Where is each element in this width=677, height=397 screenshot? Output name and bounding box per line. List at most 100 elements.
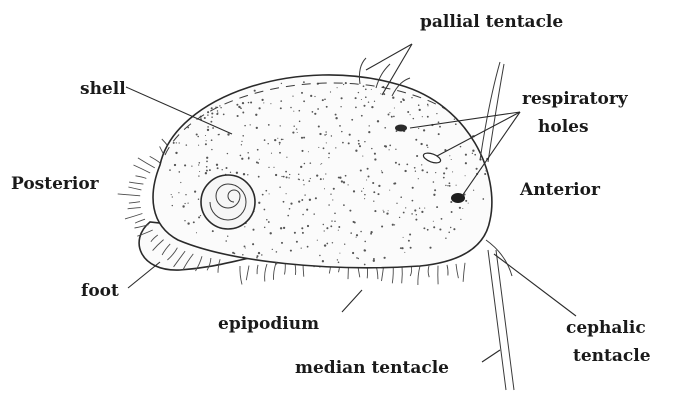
stipple-dot bbox=[414, 167, 416, 169]
stipple-dot bbox=[206, 170, 208, 172]
stipple-dot bbox=[207, 111, 209, 113]
stipple-dot bbox=[383, 210, 384, 211]
stipple-dot bbox=[310, 162, 312, 164]
stipple-dot bbox=[301, 92, 303, 94]
stipple-dot bbox=[319, 255, 320, 256]
stipple-dot bbox=[427, 147, 428, 148]
stipple-dot bbox=[403, 212, 405, 214]
stipple-dot bbox=[207, 126, 209, 128]
stipple-dot bbox=[264, 227, 265, 228]
stipple-dot bbox=[420, 143, 422, 145]
stipple-dot bbox=[184, 164, 186, 166]
label-shell: shell bbox=[80, 79, 126, 99]
stipple-dot bbox=[325, 173, 326, 174]
stipple-dot bbox=[462, 208, 463, 209]
stipple-dot bbox=[373, 191, 375, 193]
stipple-dot bbox=[237, 115, 239, 117]
stipple-dot bbox=[391, 116, 393, 118]
stipple-dot bbox=[256, 255, 258, 257]
stipple-dot bbox=[227, 236, 228, 237]
stipple-dot bbox=[184, 220, 185, 221]
stipple-dot bbox=[449, 182, 451, 184]
stipple-dot bbox=[408, 240, 410, 242]
label-respiratory-line2: holes bbox=[538, 117, 589, 137]
stipple-dot bbox=[194, 191, 196, 193]
stipple-dot bbox=[404, 252, 405, 253]
stipple-dot bbox=[302, 232, 304, 234]
stipple-dot bbox=[304, 194, 305, 195]
stipple-dot bbox=[174, 164, 176, 166]
stipple-dot bbox=[364, 198, 365, 199]
stipple-dot bbox=[280, 100, 282, 102]
stipple-dot bbox=[320, 178, 322, 180]
stipple-dot bbox=[374, 158, 376, 160]
stipple-dot bbox=[312, 111, 314, 113]
stipple-dot bbox=[393, 116, 395, 118]
stipple-dot bbox=[364, 264, 366, 266]
stipple-dot bbox=[286, 157, 287, 158]
stipple-dot bbox=[380, 93, 381, 94]
stipple-dot bbox=[439, 228, 441, 230]
stipple-dot bbox=[423, 227, 425, 229]
stipple-dot bbox=[367, 175, 369, 177]
stipple-dot bbox=[236, 172, 238, 174]
stipple-dot bbox=[465, 154, 467, 156]
stipple-dot bbox=[359, 145, 361, 147]
stipple-dot bbox=[298, 179, 299, 180]
stipple-dot bbox=[448, 232, 450, 234]
stipple-dot bbox=[449, 155, 450, 156]
stipple-dot bbox=[485, 170, 487, 172]
stipple-dot bbox=[389, 112, 390, 113]
stipple-dot bbox=[339, 253, 340, 254]
stipple-dot bbox=[339, 177, 341, 179]
stipple-dot bbox=[451, 211, 453, 213]
stipple-dot bbox=[324, 244, 326, 246]
stipple-dot bbox=[178, 192, 179, 193]
stipple-dot bbox=[302, 214, 304, 216]
stipple-dot bbox=[244, 226, 245, 227]
stipple-dot bbox=[216, 164, 218, 166]
stipple-dot bbox=[373, 260, 375, 262]
stipple-dot bbox=[459, 207, 461, 209]
stipple-dot bbox=[258, 176, 260, 178]
stipple-dot bbox=[216, 113, 218, 115]
stipple-dot bbox=[386, 212, 388, 214]
stipple-dot bbox=[369, 125, 370, 126]
epipodial-tentacle bbox=[134, 165, 151, 173]
stipple-dot bbox=[186, 144, 187, 145]
stipple-dot bbox=[453, 228, 455, 230]
stipple-dot bbox=[409, 233, 411, 235]
stipple-dot bbox=[399, 217, 400, 218]
stipple-dot bbox=[250, 101, 252, 103]
stipple-dot bbox=[205, 143, 207, 145]
stipple-dot bbox=[363, 105, 365, 107]
stipple-dot bbox=[433, 181, 435, 183]
stipple-dot bbox=[439, 126, 441, 128]
stipple-dot bbox=[427, 105, 428, 106]
stipple-dot bbox=[257, 149, 259, 151]
stipple-dot bbox=[344, 244, 345, 245]
stipple-dot bbox=[182, 205, 184, 207]
stipple-dot bbox=[173, 142, 175, 144]
stipple-dot bbox=[206, 157, 208, 159]
stipple-dot bbox=[256, 127, 258, 129]
stipple-dot bbox=[273, 167, 274, 168]
stipple-dot bbox=[343, 204, 345, 206]
stipple-dot bbox=[279, 187, 280, 188]
stipple-dot bbox=[443, 172, 445, 174]
epipodial-tentacle bbox=[246, 266, 249, 281]
stipple-dot bbox=[315, 197, 317, 199]
label-epipodium: epipodium bbox=[218, 314, 319, 334]
stipple-dot bbox=[396, 203, 397, 204]
stipple-dot bbox=[267, 143, 268, 144]
stipple-dot bbox=[323, 224, 324, 225]
stipple-dot bbox=[223, 114, 225, 116]
stipple-dot bbox=[426, 144, 428, 146]
stipple-dot bbox=[433, 221, 434, 222]
stipple-dot bbox=[212, 230, 214, 232]
stipple-dot bbox=[276, 251, 278, 253]
stipple-dot bbox=[292, 96, 293, 97]
epipodial-tentacle bbox=[125, 214, 142, 219]
stipple-dot bbox=[381, 172, 383, 174]
